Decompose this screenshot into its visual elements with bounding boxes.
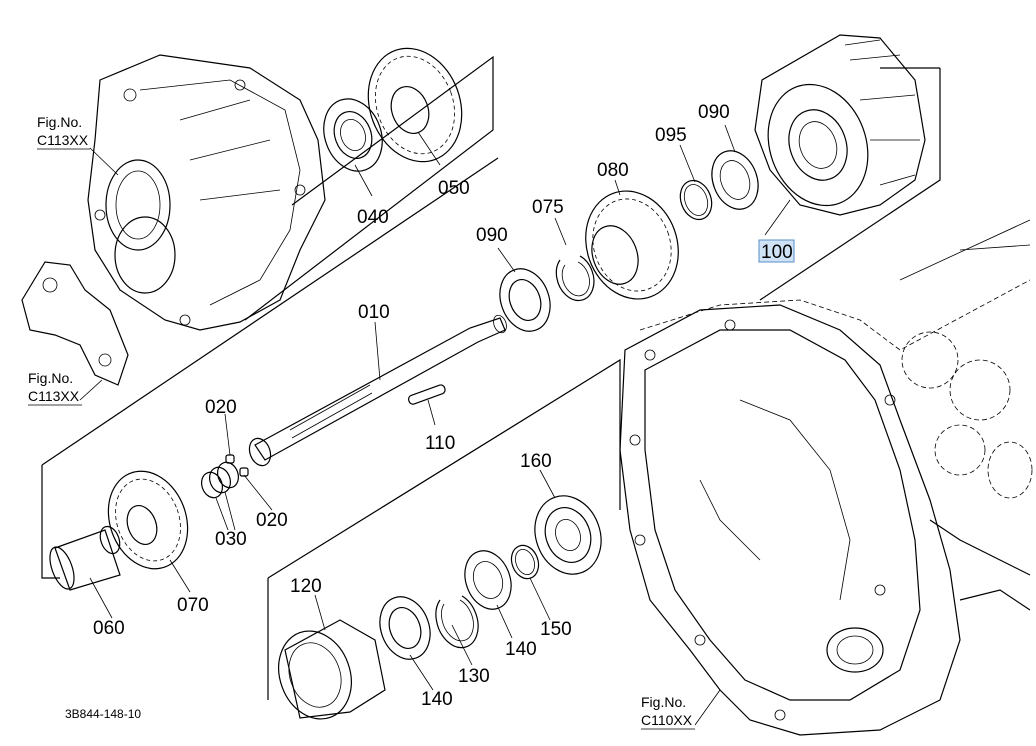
callout-110[interactable]: 110	[425, 433, 455, 454]
callout-030[interactable]: 030	[215, 529, 247, 550]
callout-040[interactable]: 040	[357, 207, 389, 228]
callout-130[interactable]: 130	[458, 666, 490, 687]
housing-c113xx	[87, 54, 326, 331]
shaft-010[interactable]	[246, 313, 509, 468]
bearing-160[interactable]	[524, 486, 612, 583]
callout-160[interactable]: 160	[520, 451, 552, 472]
callout-150[interactable]: 150	[540, 619, 572, 640]
callout-010[interactable]: 010	[358, 302, 390, 323]
snap-ring-130[interactable]	[435, 595, 479, 649]
callout-020-upper[interactable]: 020	[205, 397, 237, 418]
clutch-drum-100[interactable]	[752, 34, 926, 220]
callout-080[interactable]: 080	[597, 160, 629, 181]
gear-050[interactable]	[353, 35, 477, 175]
part-callouts: 050 040 090 095 080 075 090 100 010 110 …	[93, 102, 795, 710]
fig-ref-label: Fig.No.	[37, 114, 82, 130]
callout-075[interactable]: 075	[532, 197, 564, 218]
fig-ref-code[interactable]: C113XX	[37, 132, 89, 148]
leader-lines	[79, 124, 791, 726]
callout-100[interactable]: 100	[761, 242, 793, 263]
fig-ref-c110xx[interactable]: Fig.No. C110XX	[641, 694, 695, 730]
fig-ref-code[interactable]: C110XX	[641, 712, 693, 728]
callout-060[interactable]: 060	[93, 618, 125, 639]
callout-070[interactable]: 070	[177, 595, 209, 616]
drum-120[interactable]	[267, 619, 386, 729]
bracket-c113xx	[21, 261, 129, 386]
fig-ref-code[interactable]: C113XX	[28, 388, 80, 404]
callout-090-upper[interactable]: 090	[698, 102, 730, 123]
selection-highlight	[758, 239, 795, 263]
drawing-code: 3B844-148-10	[65, 707, 141, 721]
sleeve-060[interactable]	[45, 524, 123, 592]
pin-020-lower[interactable]	[239, 467, 249, 477]
bearing-140-lower[interactable]	[372, 590, 439, 667]
callout-090-lower[interactable]: 090	[476, 225, 508, 246]
callout-095[interactable]: 095	[655, 125, 687, 146]
callout-020-lower[interactable]: 020	[256, 510, 288, 531]
fig-ref-label: Fig.No.	[28, 370, 73, 386]
callout-120[interactable]: 120	[290, 576, 322, 597]
snap-ring-075[interactable]	[555, 255, 595, 302]
gear-080[interactable]	[571, 178, 693, 312]
fig-ref-c113xx-bottom[interactable]: Fig.No. C113XX	[28, 370, 82, 406]
key-110[interactable]	[407, 384, 446, 405]
bearing-090-lower[interactable]	[492, 262, 559, 339]
fig-ref-label: Fig.No.	[641, 694, 686, 710]
transmission-case-c110xx	[619, 219, 1033, 736]
group-frames	[41, 55, 941, 700]
bearing-090-upper[interactable]	[704, 144, 766, 215]
callout-050[interactable]: 050	[438, 178, 470, 199]
callout-140-lower[interactable]: 140	[421, 689, 453, 710]
gear-070[interactable]	[95, 460, 201, 580]
snap-ring-095[interactable]	[675, 176, 717, 224]
spring-030[interactable]	[198, 459, 242, 500]
bearing-040[interactable]	[314, 91, 392, 180]
callout-140-upper[interactable]: 140	[505, 639, 537, 660]
fig-ref-c113xx-top[interactable]: Fig.No. C113XX	[37, 114, 90, 150]
snap-ring-150[interactable]	[507, 542, 543, 583]
